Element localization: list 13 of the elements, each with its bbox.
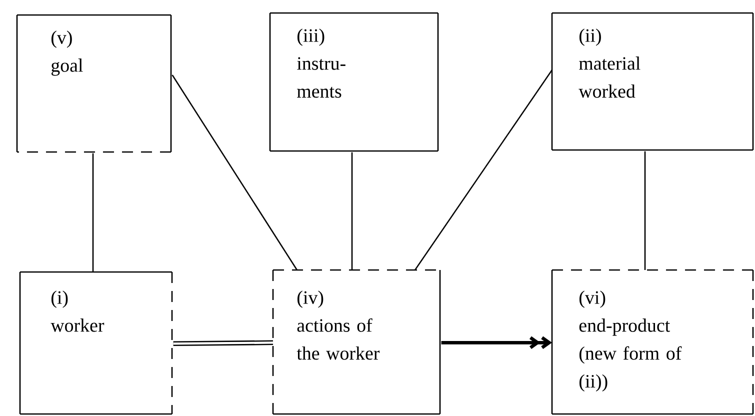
box: (ii) material worked (551, 12, 754, 151)
connector-line (172, 74, 298, 270)
box: (vi) end-product (new form of (ii)) (551, 269, 754, 415)
box: (v) goal (16, 14, 172, 153)
connector-line (644, 151, 646, 270)
box: (iv) actions of the worker (272, 269, 441, 415)
double-line (173, 340, 274, 346)
connector-line (414, 70, 553, 270)
connector-line (351, 152, 353, 270)
arrow (441, 336, 552, 350)
box: (i) worker (19, 271, 173, 415)
box: (iii) instru- ments (269, 12, 439, 152)
connector-line (92, 153, 94, 272)
